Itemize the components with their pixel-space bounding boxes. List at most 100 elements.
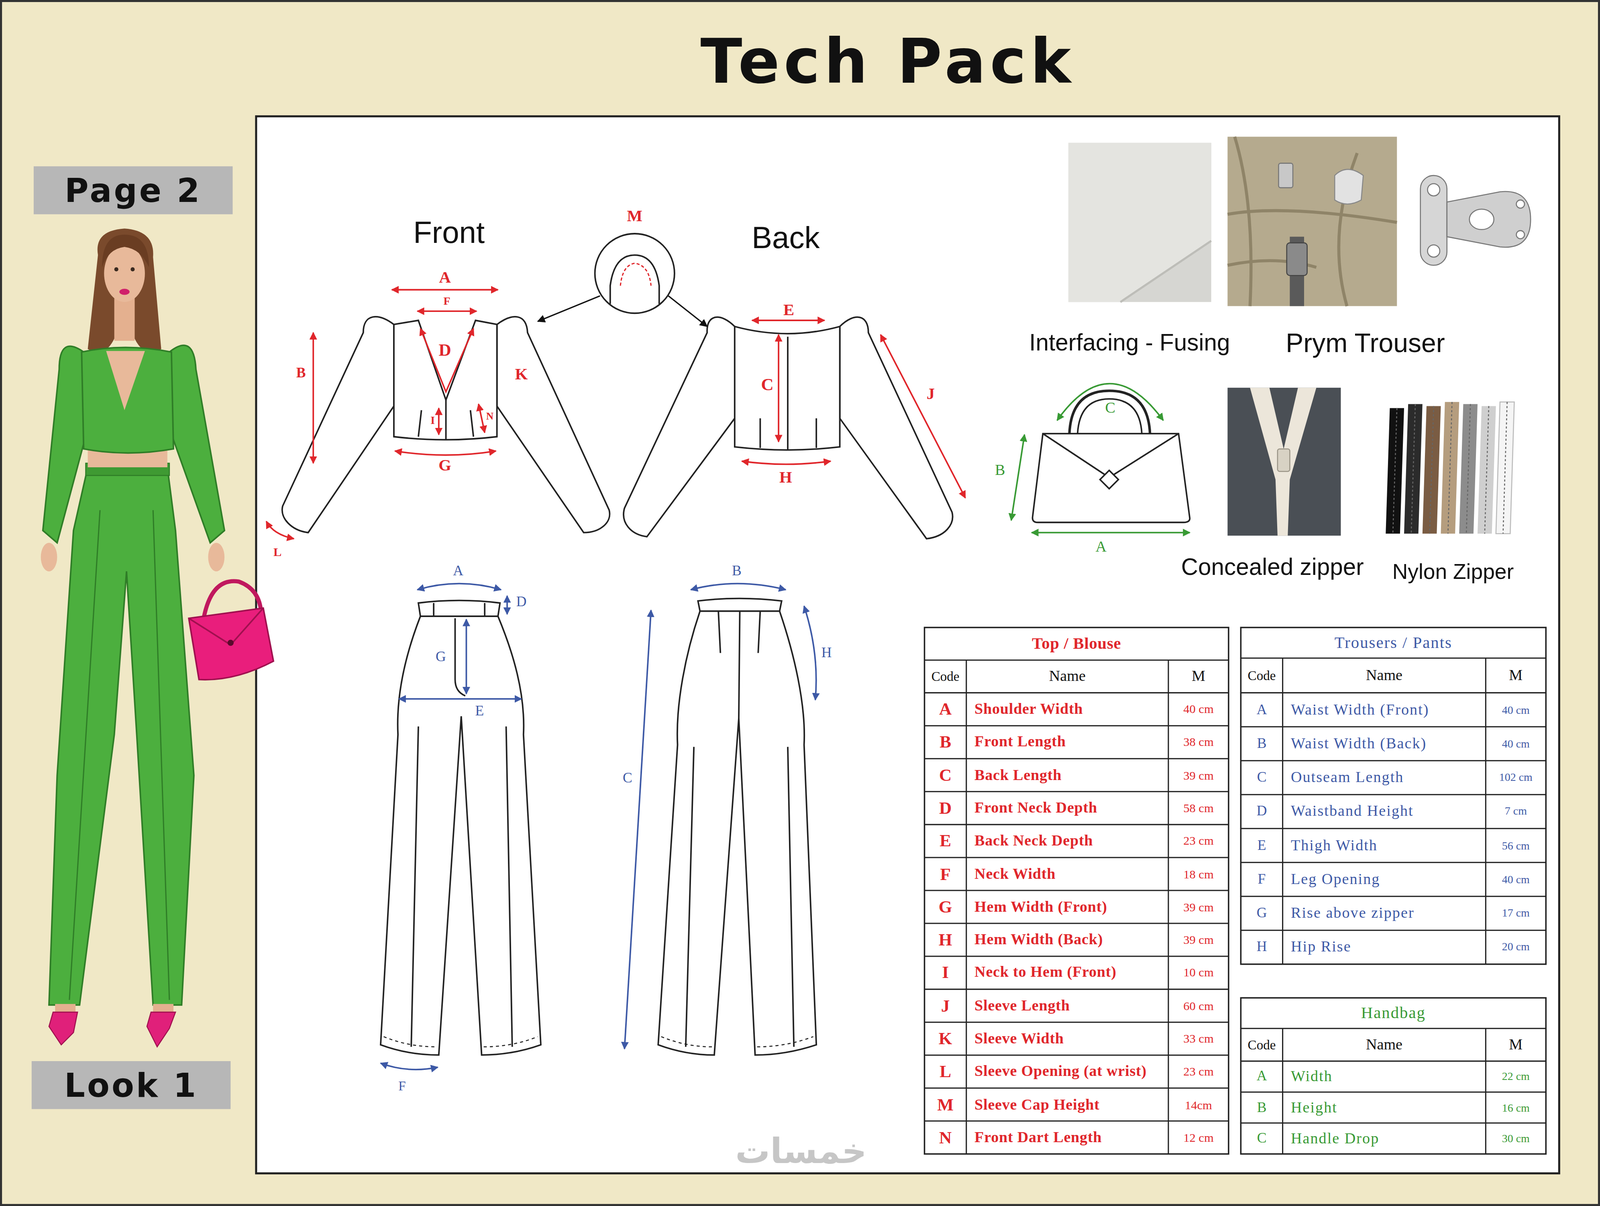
table-rule — [1240, 1091, 1546, 1093]
page-tag: Look 1 — [31, 1061, 231, 1109]
table-name-cell: Sleeve Cap Height — [974, 1096, 1100, 1113]
table-name-cell: Hem Width (Front) — [974, 899, 1108, 915]
table-code-cell: L — [939, 1063, 952, 1081]
dimension-letter: A — [1095, 539, 1107, 555]
trouser-hardware-photo — [1334, 169, 1364, 204]
table-name-cell: Leg Opening — [1290, 871, 1380, 887]
trouser-hardware-photo — [1227, 136, 1397, 307]
blouse-dimension-arrow — [752, 319, 825, 322]
table-value-cell: 102 cm — [1499, 772, 1533, 784]
dimension-letter: F — [443, 295, 451, 307]
watermark: خمسات — [735, 1133, 867, 1169]
table-code-cell: F — [1257, 872, 1266, 887]
table-rule — [924, 922, 1229, 924]
table-code-cell: B — [1257, 1100, 1267, 1115]
detail-pointer-arrow — [668, 295, 708, 327]
table-name-cell: Rise above zipper — [1290, 905, 1415, 922]
table-grid — [1240, 627, 1546, 965]
table-value-cell: 18 cm — [1183, 868, 1214, 881]
page-tag: Page 2 — [33, 166, 233, 215]
table-rule — [1240, 794, 1546, 796]
trouser-dimension-arrow — [465, 619, 468, 695]
photo-caption: Concealed zipper — [1181, 555, 1364, 579]
blouse-back-flat — [760, 336, 817, 451]
dimension-letter: J — [926, 385, 935, 403]
table-name-cell: Sleeve Opening (at wrist) — [974, 1063, 1147, 1080]
handbag-dimension-arrow — [1057, 383, 1164, 421]
dimension-letter: G — [438, 457, 452, 474]
trouser-dimension-arrow — [624, 610, 651, 1050]
blouse-front-flat — [393, 320, 498, 440]
nylon-zipper-photo — [1392, 401, 1508, 534]
handbag-flat — [1069, 390, 1150, 434]
interfacing-photo — [1068, 142, 1212, 302]
fashion-figure — [114, 267, 119, 272]
table-name-cell: Handle Drop — [1290, 1131, 1380, 1147]
fashion-figure — [40, 228, 274, 1047]
table-code-cell: A — [939, 700, 952, 718]
blouse-dimension-arrow — [417, 310, 477, 312]
table-value-cell: 23 cm — [1183, 835, 1214, 848]
nylon-zipper-photo — [1422, 405, 1442, 534]
trouser-dimension-arrow — [804, 606, 817, 701]
table-value-cell: 39 cm — [1183, 900, 1214, 914]
dimension-letter: B — [296, 366, 306, 381]
table-rule — [1167, 660, 1169, 1154]
table-header-cell: M — [1508, 667, 1523, 683]
table-value-cell: 58 cm — [1183, 802, 1214, 815]
table-title: Trousers / Pants — [1334, 634, 1453, 652]
table-name-cell: Back Length — [974, 767, 1062, 783]
table-code-cell: N — [939, 1129, 952, 1147]
table-name-cell: Hip Rise — [1290, 939, 1352, 955]
table-value-cell: 10 cm — [1183, 966, 1214, 979]
table-outline — [1240, 998, 1546, 1155]
photo-caption: Nylon Zipper — [1392, 560, 1515, 583]
concealed-zipper-photo — [1227, 387, 1341, 537]
dimension-letter: E — [783, 301, 795, 319]
dimension-letter: B — [731, 564, 742, 579]
table-name-cell: Neck to Hem (Front) — [974, 965, 1117, 981]
table-value-cell: 16 cm — [1502, 1102, 1530, 1114]
table-header-cell: Code — [1247, 668, 1276, 683]
table-value-cell: 40 cm — [1502, 737, 1530, 750]
table-code-cell: H — [938, 931, 953, 949]
table-title: Handbag — [1361, 1004, 1426, 1022]
table-value-cell: 40 cm — [1502, 873, 1530, 885]
handbag-dimension-arrow — [1011, 383, 1191, 533]
blouse-dimension-arrow — [395, 450, 497, 455]
blouse-dimension-arrow — [266, 289, 966, 539]
table-header-cell: Code — [931, 669, 960, 683]
table-rule — [924, 856, 1229, 859]
trouser-back-flat — [661, 1036, 814, 1047]
table-value-cell: 22 cm — [1502, 1071, 1530, 1083]
table-rule — [1240, 692, 1546, 694]
table-rule — [924, 725, 1229, 727]
blouse-back-flat — [623, 317, 953, 539]
table-header-cell: Name — [1365, 667, 1403, 683]
blouse-back-flat — [734, 326, 840, 451]
table-code-cell: I — [941, 964, 949, 982]
trouser-front-flat — [418, 600, 500, 617]
hook-and-eye-photo — [1516, 230, 1525, 239]
table-code-cell: C — [1257, 1131, 1267, 1146]
nylon-zipper-photo — [1404, 403, 1423, 534]
concealed-zipper-photo — [1227, 387, 1341, 537]
table-value-cell: 38 cm — [1183, 735, 1214, 749]
dimension-letter: D — [516, 595, 527, 610]
table-outline — [924, 627, 1229, 1154]
table-name-cell: Waistband Height — [1290, 803, 1414, 820]
blouse-back-flat — [623, 317, 735, 537]
table-name-cell: Front Length — [974, 734, 1066, 751]
dimension-letter: H — [779, 469, 793, 486]
table-rule — [924, 889, 1229, 891]
trouser-hardware-photo — [1227, 136, 1397, 307]
table-value-cell: 14cm — [1184, 1098, 1213, 1111]
table-rule — [924, 988, 1229, 991]
hook-and-eye-photo — [1420, 175, 1448, 266]
table-value-cell: 56 cm — [1502, 839, 1530, 852]
table-code-cell: D — [939, 799, 952, 817]
table-code-cell: E — [1257, 838, 1267, 853]
table-code-cell: G — [938, 898, 953, 916]
hook-and-eye-photo — [1427, 183, 1440, 196]
table-code-cell: B — [1257, 736, 1267, 752]
